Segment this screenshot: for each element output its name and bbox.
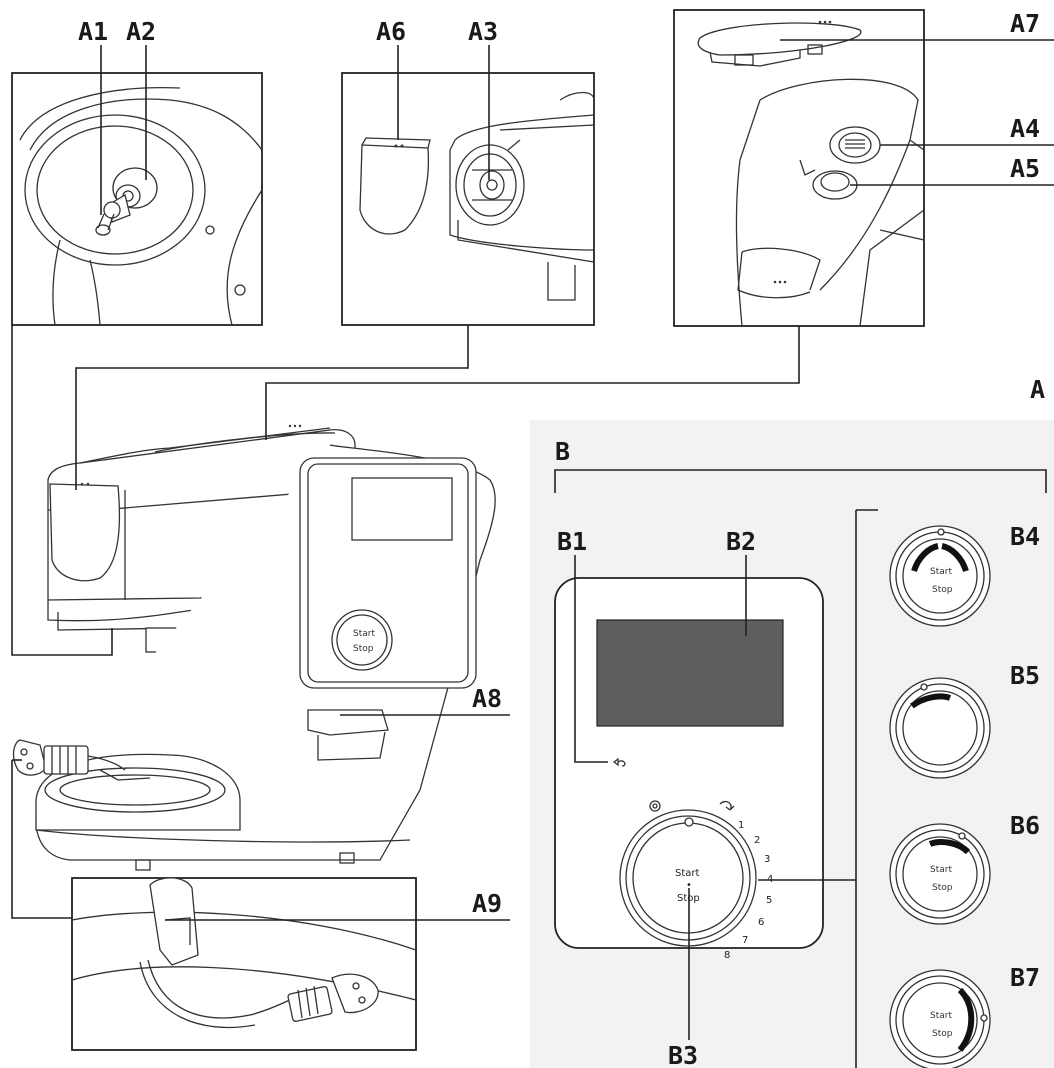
label-a3: A3 — [468, 17, 498, 46]
callout-labels: A1 A2 A6 A3 A7 A4 A5 A A8 A9 B B1 B2 B3 … — [78, 9, 1045, 1068]
main-knob-bullet: • — [686, 880, 692, 891]
panel-stop-text: Stop — [353, 644, 374, 654]
knob-b7: Start Stop — [889, 969, 991, 1068]
label-b1: B1 — [557, 527, 587, 556]
label-a2: A2 — [126, 17, 156, 46]
main-scale-1: 1 — [738, 820, 744, 831]
main-scale-8: 8 — [724, 950, 730, 961]
main-scale-6: 6 — [758, 917, 764, 928]
panel-start-text: Start — [353, 629, 375, 639]
label-b7: B7 — [1010, 963, 1040, 992]
detail-a6-a3 — [341, 72, 595, 326]
back-arrow-icon — [612, 757, 626, 767]
knob-b5 — [889, 677, 991, 779]
label-b2: B2 — [726, 527, 756, 556]
label-b: B — [555, 437, 570, 466]
rotate-icon — [719, 800, 735, 811]
main-scale-5: 5 — [766, 895, 772, 906]
main-knob-start: Start — [675, 868, 700, 879]
label-a: A — [1030, 375, 1045, 404]
b4-stop: Stop — [932, 585, 953, 595]
main-scale-7: 7 — [742, 935, 748, 946]
b4-start: Start — [930, 567, 952, 577]
section-b: Start • Stop 1 2 3 4 5 6 7 8 — [554, 469, 1047, 1068]
label-b3: B3 — [668, 1041, 698, 1068]
label-a4: A4 — [1010, 114, 1040, 143]
main-appliance: Start Stop — [35, 424, 496, 871]
label-a9: A9 — [472, 889, 502, 918]
b7-start: Start — [930, 1011, 952, 1021]
b6-stop: Stop — [932, 883, 953, 893]
knob-b6: Start Stop — [889, 823, 991, 925]
target-icon — [649, 800, 661, 812]
b6-start: Start — [930, 865, 952, 875]
label-b6: B6 — [1010, 811, 1040, 840]
label-a7: A7 — [1010, 9, 1040, 38]
label-a1: A1 — [78, 17, 108, 46]
knob-b4: Start Stop — [889, 525, 991, 627]
detail-a7-a4-a5 — [673, 9, 925, 327]
label-b5: B5 — [1010, 661, 1040, 690]
leader-lines-a — [11, 39, 1054, 921]
label-a8: A8 — [472, 684, 502, 713]
main-scale-2: 2 — [754, 835, 760, 846]
detail-a9 — [71, 877, 417, 1051]
label-a5: A5 — [1010, 154, 1040, 183]
main-scale-3: 3 — [764, 854, 770, 865]
power-plug — [12, 739, 126, 776]
display-screen — [596, 619, 784, 727]
label-a6: A6 — [376, 17, 406, 46]
detail-a1-a2 — [11, 72, 263, 326]
label-b4: B4 — [1010, 522, 1040, 551]
b7-stop: Stop — [932, 1029, 953, 1039]
